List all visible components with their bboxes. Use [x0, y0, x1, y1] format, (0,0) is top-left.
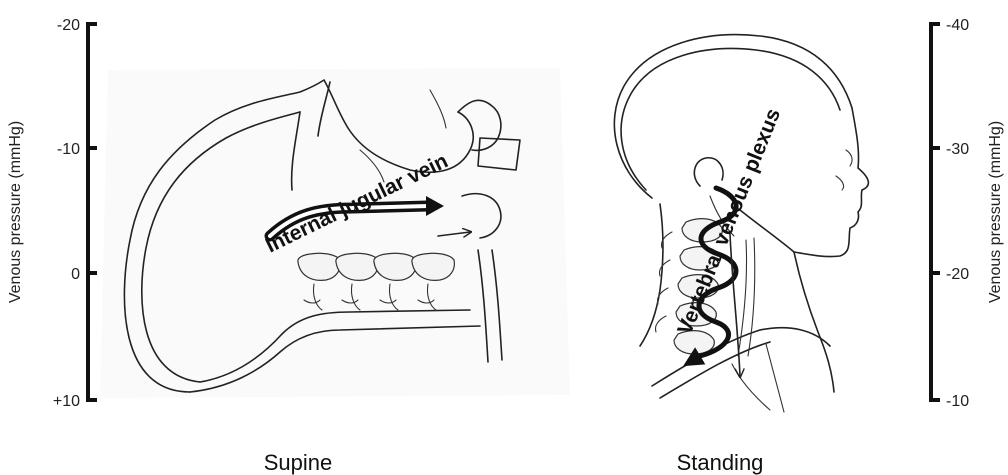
standing-jugular-arrow — [730, 234, 740, 376]
right-axis-tick-label: -20 — [946, 266, 969, 283]
right-axis-tick-label: -10 — [946, 393, 969, 410]
left-axis-tick-label: +10 — [53, 393, 80, 410]
left-axis-tick-label: 0 — [71, 266, 80, 283]
standing-caption: Standing — [677, 450, 764, 475]
supine-panel: Internal jugular vein Supine — [100, 68, 570, 475]
standing-head-drawing — [614, 35, 868, 412]
left-axis-tick-label: -10 — [57, 141, 80, 158]
left-axis: -20 -10 0 +10 Venous pressure (mmHg) — [7, 17, 97, 410]
supine-caption: Supine — [264, 450, 333, 475]
right-axis: -40 -30 -20 -10 Venous pressure (mmHg) — [931, 17, 1004, 410]
right-axis-tick-label: -40 — [946, 17, 969, 34]
right-axis-title: Venous pressure (mmHg) — [987, 121, 1004, 303]
standing-panel: Vertebral venous plexus Standing — [614, 35, 868, 475]
left-axis-tick-label: -20 — [57, 17, 80, 34]
right-axis-tick-label: -30 — [946, 141, 969, 158]
left-axis-title: Venous pressure (mmHg) — [7, 121, 24, 303]
